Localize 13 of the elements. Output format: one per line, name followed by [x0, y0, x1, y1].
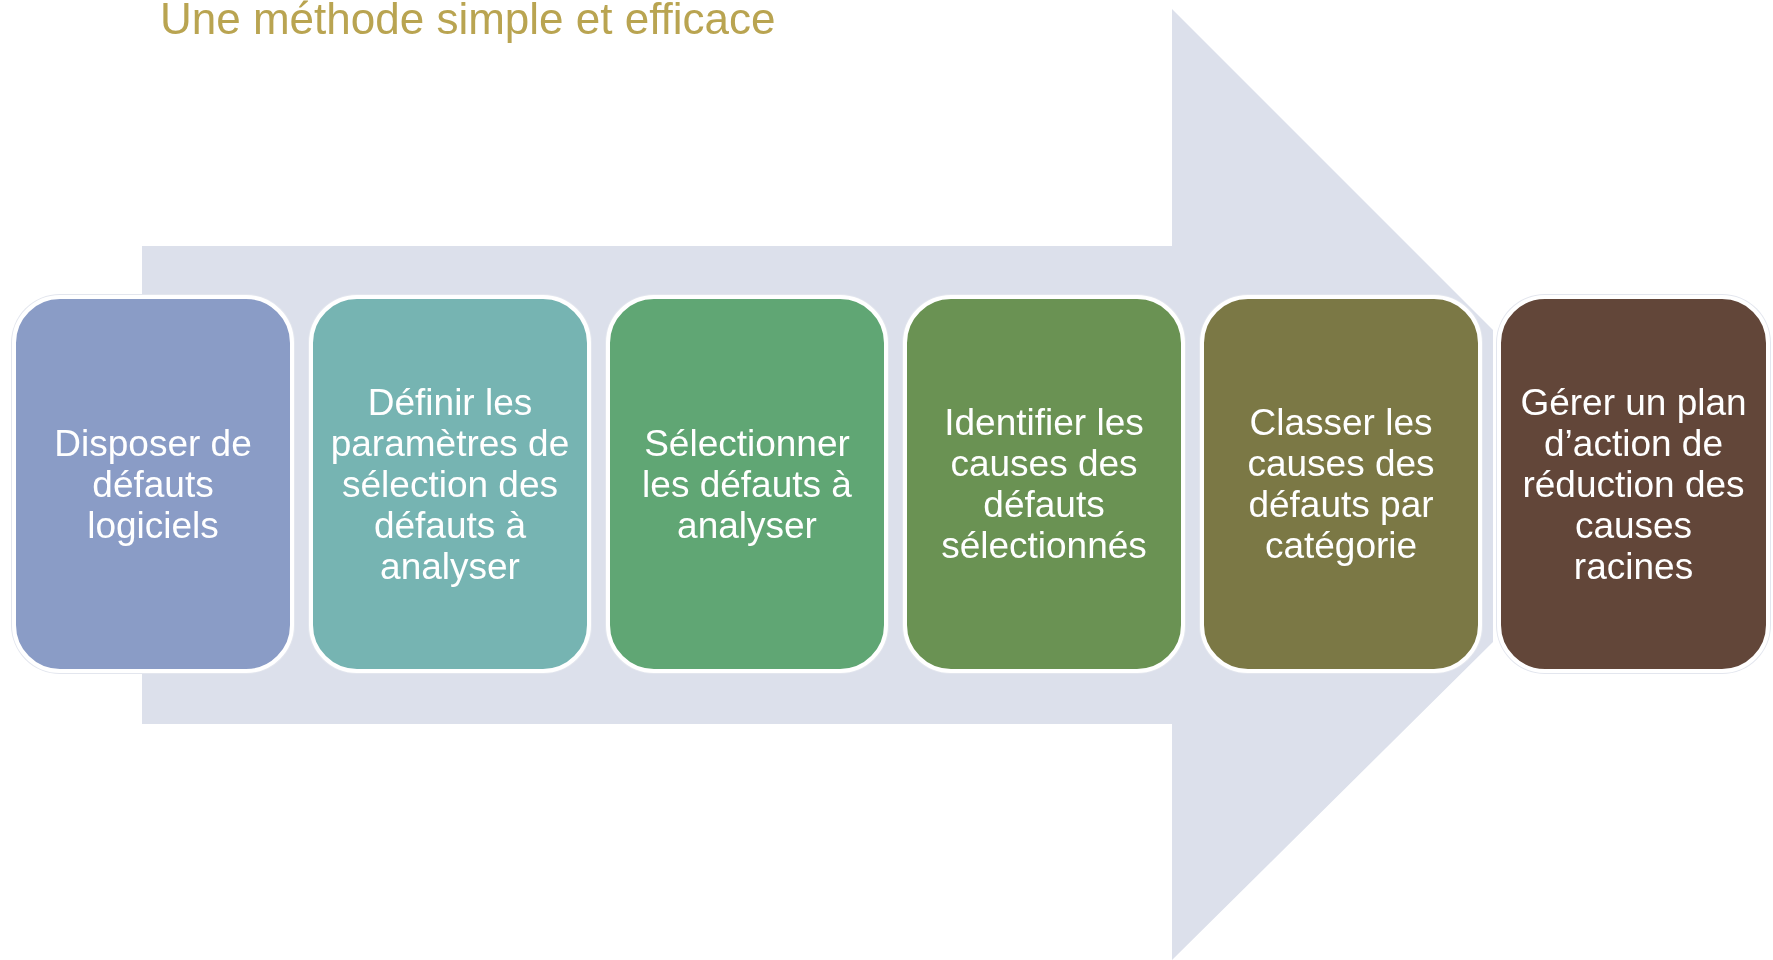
process-box: [903, 295, 1185, 673]
process-box: [1497, 295, 1770, 673]
process-box: [12, 295, 294, 673]
step-text: Sélectionner les défauts à analyser: [641, 422, 853, 546]
process-box: [606, 295, 888, 673]
step-text: Définir les paramètres de sélection des défauts à analyser: [329, 381, 571, 587]
step-text: Classer les causes des défauts par catégorie: [1246, 402, 1436, 566]
step-text: Identifier les causes des défauts sélectionnés: [940, 402, 1148, 566]
title: Une méthode simple et efficace: [160, 0, 776, 44]
step-text: Disposer de défauts logiciels: [53, 422, 253, 546]
process-box: [309, 295, 591, 673]
process-box: [1200, 295, 1482, 673]
step-text: Gérer un plan d’action de réduction des causes racines: [1519, 381, 1748, 587]
